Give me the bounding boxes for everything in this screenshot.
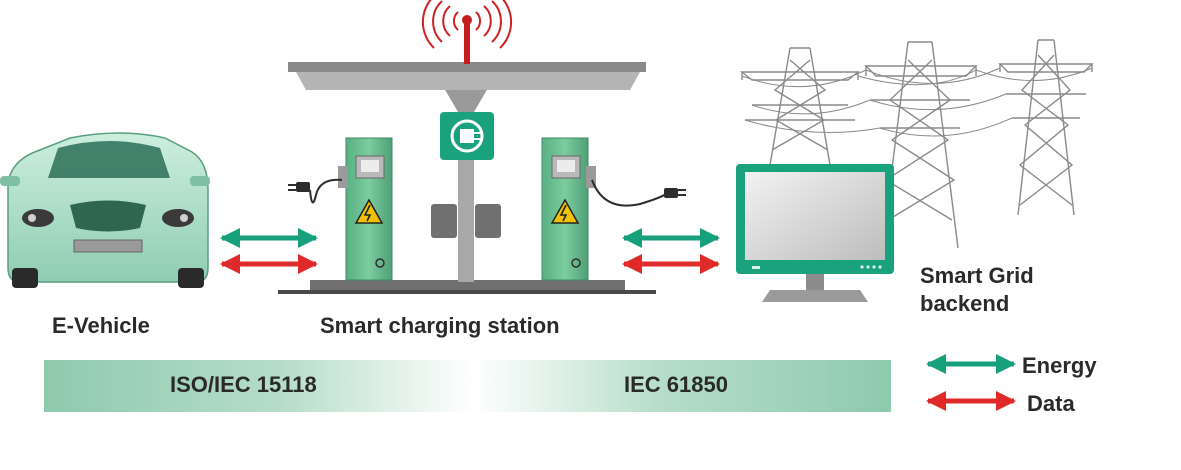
antenna-icon (421, 0, 513, 64)
legend-energy-label: Energy (1022, 353, 1097, 378)
legend-data-label: Data (1027, 391, 1075, 416)
protocol-band: ISO/IEC 15118 IEC 61850 (44, 360, 891, 412)
backend-label-line1: Smart Grid (920, 263, 1034, 288)
car-icon (0, 132, 210, 288)
monitor-icon (736, 164, 894, 302)
plug-sign-icon (440, 112, 494, 160)
protocol-band-right (474, 360, 891, 412)
protocol-band-left (44, 360, 474, 412)
vehicle-label: E-Vehicle (52, 313, 150, 338)
high-voltage-icon (354, 198, 580, 224)
backend-label-line2: backend (920, 290, 1010, 316)
backend-label: Smart Grid backend (920, 262, 1034, 317)
protocol-right-label: IEC 61850 (624, 372, 728, 397)
station-label: Smart charging station (320, 313, 560, 338)
charging-cable-icon (288, 178, 686, 207)
protocol-left-label: ISO/IEC 15118 (170, 372, 317, 397)
power-pylon-icon (740, 39, 1094, 249)
charging-station-icon (278, 62, 686, 294)
